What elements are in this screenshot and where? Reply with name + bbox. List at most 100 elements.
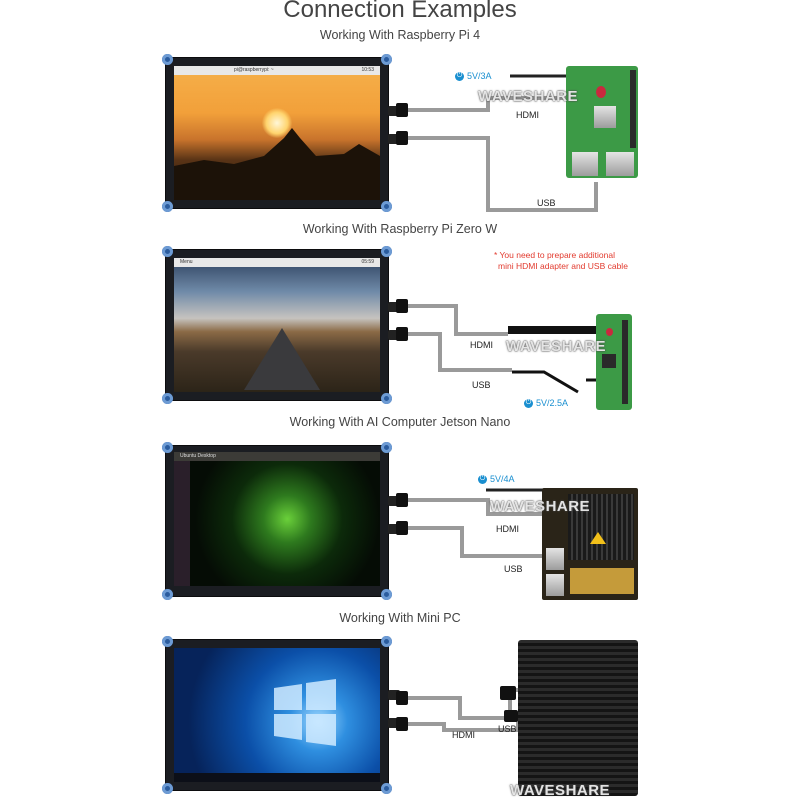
jetson-nano-board (542, 488, 638, 600)
usb-plug (396, 131, 408, 145)
mount-hole (162, 54, 173, 65)
hdmi-plug (500, 686, 516, 700)
section-heading-raspberry-pi-zero-w: Working With Raspberry Pi Zero W (302, 222, 498, 236)
mount-hole (162, 589, 173, 600)
mount-hole (162, 442, 173, 453)
hdmi-port (388, 302, 400, 312)
warning-label-icon (590, 532, 606, 544)
hdmi-plug (396, 691, 408, 705)
adapter-note-line1: * You need to prepare additional (494, 250, 615, 260)
launcher-sidebar (174, 461, 190, 586)
usb-port (388, 330, 400, 340)
hdmi-plug (396, 103, 408, 117)
heatsink (568, 494, 634, 560)
hdmi-plug (396, 493, 408, 507)
hdmi-label: HDMI (496, 524, 519, 534)
taskbar-terminal-label: pi@raspberrypi: ~ (234, 67, 274, 73)
usb-ports (572, 152, 598, 176)
power-label-text: 5V/3A (467, 71, 492, 81)
hdmi-label: HDMI (470, 340, 493, 350)
watermark: WAVESHARE (506, 338, 607, 355)
taskbar-title: Ubuntu Desktop (180, 453, 216, 459)
usb-ports (546, 548, 564, 570)
mount-hole (162, 393, 173, 404)
soc-chip (602, 354, 616, 368)
mount-hole (381, 783, 392, 794)
mini-pc-case (518, 640, 638, 796)
section-heading-jetson-nano: Working With AI Computer Jetson Nano (289, 415, 511, 429)
mount-hole (381, 246, 392, 257)
adapter-note-line2: mini HDMI adapter and USB cable (498, 261, 628, 271)
power-label-text: 5V/2.5A (536, 398, 569, 408)
power-icon: ⏻ (455, 71, 464, 81)
page-title: Connection Examples (283, 0, 517, 23)
taskbar-clock: 05:59 (361, 259, 374, 265)
mount-hole (162, 636, 173, 647)
power-icon: ⏻ (478, 474, 487, 484)
watermark: WAVESHARE (510, 782, 611, 799)
taskbar: Ubuntu Desktop (174, 452, 380, 461)
usb-plug (396, 327, 408, 341)
hdmi-plug (396, 299, 408, 313)
watermark: WAVESHARE (478, 88, 579, 105)
mount-hole (381, 393, 392, 404)
raspberry-pi-zero-board (596, 314, 632, 410)
power-label: ⏻ 5V/2.5A (524, 398, 568, 408)
usb-plug (396, 521, 408, 535)
watermark: WAVESHARE (490, 498, 591, 515)
hdmi-port (388, 496, 400, 506)
section-heading-raspberry-pi-4: Working With Raspberry Pi 4 (319, 28, 481, 42)
taskbar (174, 773, 380, 782)
windows-logo-icon (274, 679, 336, 746)
hdmi-label: HDMI (452, 730, 475, 740)
board-logo-icon (606, 328, 613, 336)
mount-hole (162, 201, 173, 212)
usb-plug (504, 710, 518, 722)
io-connectors (570, 568, 634, 594)
adapter-note: * You need to prepare additional mini HD… (494, 250, 628, 272)
usb-label: USB (504, 564, 523, 574)
usb-label: USB (498, 724, 517, 734)
hdmi-label: HDMI (516, 110, 539, 120)
power-icon: ⏻ (524, 398, 533, 408)
screen-raspbian-sunset: pi@raspberrypi: ~ 10:53 (174, 66, 380, 200)
taskbar: pi@raspberrypi: ~ 10:53 (174, 66, 380, 75)
sun-icon (262, 108, 292, 138)
mount-hole (162, 246, 173, 257)
gpio-header (622, 320, 628, 404)
usb-label: USB (537, 198, 556, 208)
power-label: ⏻ 5V/3A (455, 71, 492, 81)
monitor: pi@raspberrypi: ~ 10:53 (162, 54, 400, 212)
mount-hole (162, 783, 173, 794)
screen-ubuntu-desktop: Ubuntu Desktop (174, 452, 380, 586)
usb-port (388, 718, 400, 728)
board-logo-icon (596, 86, 606, 98)
usb-plug (396, 717, 408, 731)
mount-hole (381, 636, 392, 647)
monitor: Menu 05:59 (162, 246, 400, 404)
raspberry-pi-4-board (566, 66, 638, 178)
ethernet-port (546, 574, 564, 596)
hdmi-port (388, 106, 400, 116)
usb-port (388, 524, 400, 534)
hdmi-port (388, 690, 400, 700)
road-shape (244, 328, 320, 390)
temple-silhouette (174, 128, 380, 200)
screen-desert-road: Menu 05:59 (174, 258, 380, 392)
monitor (162, 636, 400, 794)
usb-port (388, 134, 400, 144)
power-label: ⏻ 5V/4A (478, 474, 515, 484)
ethernet-port (606, 152, 634, 176)
taskbar: Menu 05:59 (174, 258, 380, 267)
screen-windows-desktop (174, 648, 380, 782)
mount-hole (381, 201, 392, 212)
mount-hole (381, 589, 392, 600)
monitor: Ubuntu Desktop (162, 442, 400, 600)
soc-chip (594, 106, 616, 128)
mount-hole (381, 442, 392, 453)
usb-label: USB (472, 380, 491, 390)
